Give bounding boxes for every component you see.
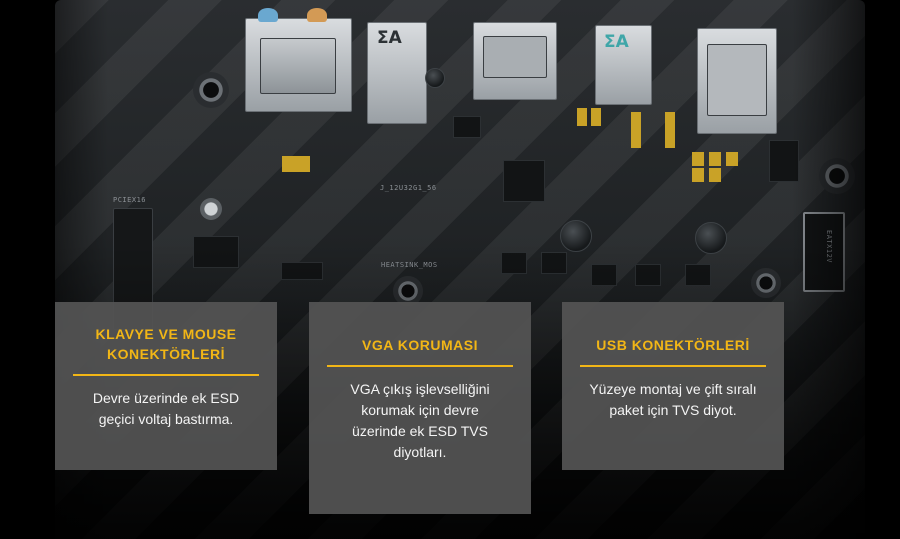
ic-chip bbox=[503, 160, 545, 202]
usb-symbol-icon: ΣA bbox=[604, 32, 629, 52]
mosfet bbox=[685, 264, 711, 286]
esd-diode bbox=[709, 168, 721, 182]
mounting-screw bbox=[751, 268, 781, 298]
card-description: VGA çıkış işlevselliğini korumak için de… bbox=[350, 381, 490, 460]
mosfet bbox=[501, 252, 527, 274]
card-description: Devre üzerinde ek ESD geçici voltaj bast… bbox=[92, 390, 240, 427]
eatx-silk-label: EATX12V bbox=[825, 230, 833, 264]
heatsink-silk-label: HEATSINK_MOS bbox=[381, 261, 438, 269]
card-divider bbox=[327, 365, 513, 367]
mounting-screw bbox=[193, 72, 229, 108]
audio-jack-blue bbox=[258, 8, 278, 22]
esd-diode bbox=[692, 168, 704, 182]
card-title: KLAVYE VE MOUSE KONEKTÖRLERİ bbox=[95, 326, 237, 362]
esd-diode bbox=[631, 112, 641, 148]
ic-chip bbox=[769, 140, 799, 182]
eatx-power-connector bbox=[803, 212, 845, 292]
esd-diode bbox=[282, 156, 310, 172]
lan-port-left-opening bbox=[483, 36, 547, 78]
lan-port-right-opening bbox=[707, 44, 767, 116]
feature-card-keyboard-mouse: KLAVYE VE MOUSE KONEKTÖRLERİ Devre üzeri… bbox=[55, 302, 277, 470]
ic-chip bbox=[453, 116, 481, 138]
ps2-connector-inner bbox=[260, 38, 336, 94]
mounting-screw bbox=[200, 198, 222, 220]
feature-card-vga: VGA KORUMASI VGA çıkış işlevselliğini ko… bbox=[309, 302, 531, 514]
esd-diode bbox=[591, 108, 601, 126]
chip-silk-label: J_12U32G1_56 bbox=[380, 184, 437, 192]
card-title: VGA KORUMASI bbox=[362, 337, 478, 353]
card-description: Yüzeye montaj ve çift sıralı paket için … bbox=[589, 381, 757, 418]
pin-header bbox=[281, 262, 323, 280]
feature-card-usb: USB KONEKTÖRLERİ Yüzeye montaj ve çift s… bbox=[562, 302, 784, 470]
pin-header bbox=[193, 236, 239, 268]
mosfet bbox=[541, 252, 567, 274]
usb-symbol-icon: ΣA bbox=[377, 28, 402, 48]
card-title: USB KONEKTÖRLERİ bbox=[596, 337, 750, 353]
mosfet bbox=[591, 264, 617, 286]
inductor bbox=[695, 222, 727, 254]
inductor bbox=[560, 220, 592, 252]
esd-diode bbox=[577, 108, 587, 126]
mounting-screw bbox=[819, 158, 855, 194]
esd-diode bbox=[692, 152, 704, 166]
audio-jack-orange bbox=[307, 8, 327, 22]
mosfet bbox=[635, 264, 661, 286]
capacitor bbox=[425, 68, 445, 88]
esd-diode bbox=[726, 152, 738, 166]
esd-diode bbox=[665, 112, 675, 148]
pcie-silk-label: PCIEX16 bbox=[113, 196, 147, 204]
esd-diode bbox=[709, 152, 721, 166]
card-divider bbox=[580, 365, 766, 367]
card-divider bbox=[73, 374, 259, 376]
